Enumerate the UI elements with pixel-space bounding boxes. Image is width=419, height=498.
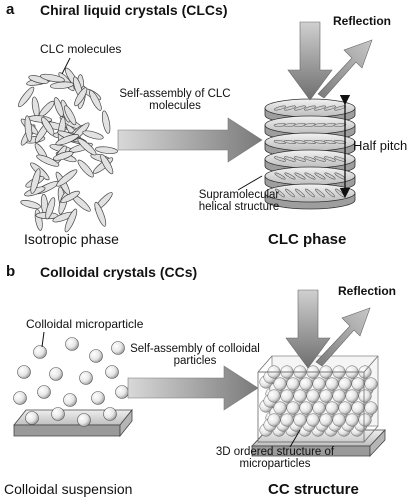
panel-a-letter: a xyxy=(6,1,15,18)
colloidal-particle xyxy=(63,393,77,407)
colloidal-particle xyxy=(65,337,79,351)
colloidal-microparticle-label: Colloidal microparticle xyxy=(26,317,144,331)
molecules-leader-line xyxy=(61,57,71,75)
colloidal-suspension-caption: Colloidal suspension xyxy=(4,481,133,497)
colloidal-particle xyxy=(105,365,119,379)
colloidal-particle xyxy=(103,407,117,421)
incident-arrow-a xyxy=(287,21,333,101)
clc-helical-stack xyxy=(264,98,356,210)
colloidal-particle-cloud xyxy=(13,337,129,427)
clc-molecule xyxy=(41,116,55,136)
clc-molecule xyxy=(40,73,65,83)
clc-molecule xyxy=(36,154,60,167)
cc-structure-caption: CC structure xyxy=(268,481,359,498)
colloidal-particle xyxy=(17,365,31,379)
colloidal-particle xyxy=(25,411,39,425)
clc-molecule xyxy=(77,138,97,156)
clc-molecule xyxy=(100,154,114,175)
reflection-arrow-b xyxy=(315,307,371,367)
clc-molecule xyxy=(55,134,79,146)
clc-molecule-cluster xyxy=(18,67,118,233)
colloidal-particle xyxy=(33,345,47,359)
panel-b-title: Colloidal crystals (CCs) xyxy=(40,264,198,280)
clc-molecule xyxy=(74,87,88,107)
clc-molecule xyxy=(89,90,102,111)
clc-molecule xyxy=(34,208,43,231)
helix-leader-line xyxy=(237,175,263,191)
particle-leader-line xyxy=(41,331,45,348)
self-assembly-arrow-b xyxy=(127,365,259,411)
reflection-arrow-a xyxy=(317,39,373,99)
colloidal-particle xyxy=(79,371,93,385)
panel-b-letter: b xyxy=(6,263,16,280)
clc-molecule xyxy=(64,105,77,126)
clc-molecule xyxy=(101,110,111,134)
colloidal-particle xyxy=(91,391,105,405)
clc-molecule xyxy=(53,97,64,117)
ordered-structure-label: 3D ordered structure of microparticles xyxy=(215,446,335,470)
clc-phase-caption: CLC phase xyxy=(268,231,347,248)
colloidal-crystal-lattice xyxy=(259,365,378,437)
reflection-label-a: Reflection xyxy=(333,14,392,28)
crystal-container xyxy=(257,355,379,443)
colloidal-particle xyxy=(37,385,51,399)
helical-structure-label: Supramolecular helical structure xyxy=(198,189,280,213)
colloidal-particle xyxy=(111,341,125,355)
clc-molecule xyxy=(64,208,78,233)
clc-molecule xyxy=(56,169,78,187)
colloidal-particle xyxy=(51,407,65,421)
panel-a-title: Chiral liquid crystals (CLCs) xyxy=(40,2,228,18)
clc-molecule xyxy=(24,115,33,142)
colloidal-particle xyxy=(49,367,63,381)
clc-molecule xyxy=(82,130,104,140)
clc-molecules-label: CLC molecules xyxy=(40,42,122,56)
colloidal-particle xyxy=(115,385,129,399)
colloidal-particle xyxy=(13,391,27,405)
clc-molecule xyxy=(52,151,74,161)
incident-arrow-b xyxy=(285,289,331,369)
clc-molecule xyxy=(77,159,94,178)
half-pitch-label: Half pitch xyxy=(353,138,408,153)
self-assembly-clc-label: Self-assembly of CLC molecules xyxy=(119,88,231,112)
clc-molecule xyxy=(28,75,49,84)
self-assembly-arrow-a xyxy=(117,117,263,163)
clc-molecule xyxy=(18,86,35,108)
structure-leader-line xyxy=(289,429,301,448)
clc-molecule xyxy=(95,146,118,154)
clc-molecule xyxy=(30,168,41,194)
clc-molecule xyxy=(94,201,107,227)
clc-molecule xyxy=(45,197,56,220)
isotropic-phase-caption: Isotropic phase xyxy=(24,231,119,247)
colloidal-particle xyxy=(89,349,103,363)
reflection-label-b: Reflection xyxy=(338,284,397,298)
self-assembly-colloid-label: Self-assembly of colloidal particles xyxy=(130,343,260,367)
clc-molecule xyxy=(20,200,41,209)
colloidal-particle xyxy=(77,413,91,427)
